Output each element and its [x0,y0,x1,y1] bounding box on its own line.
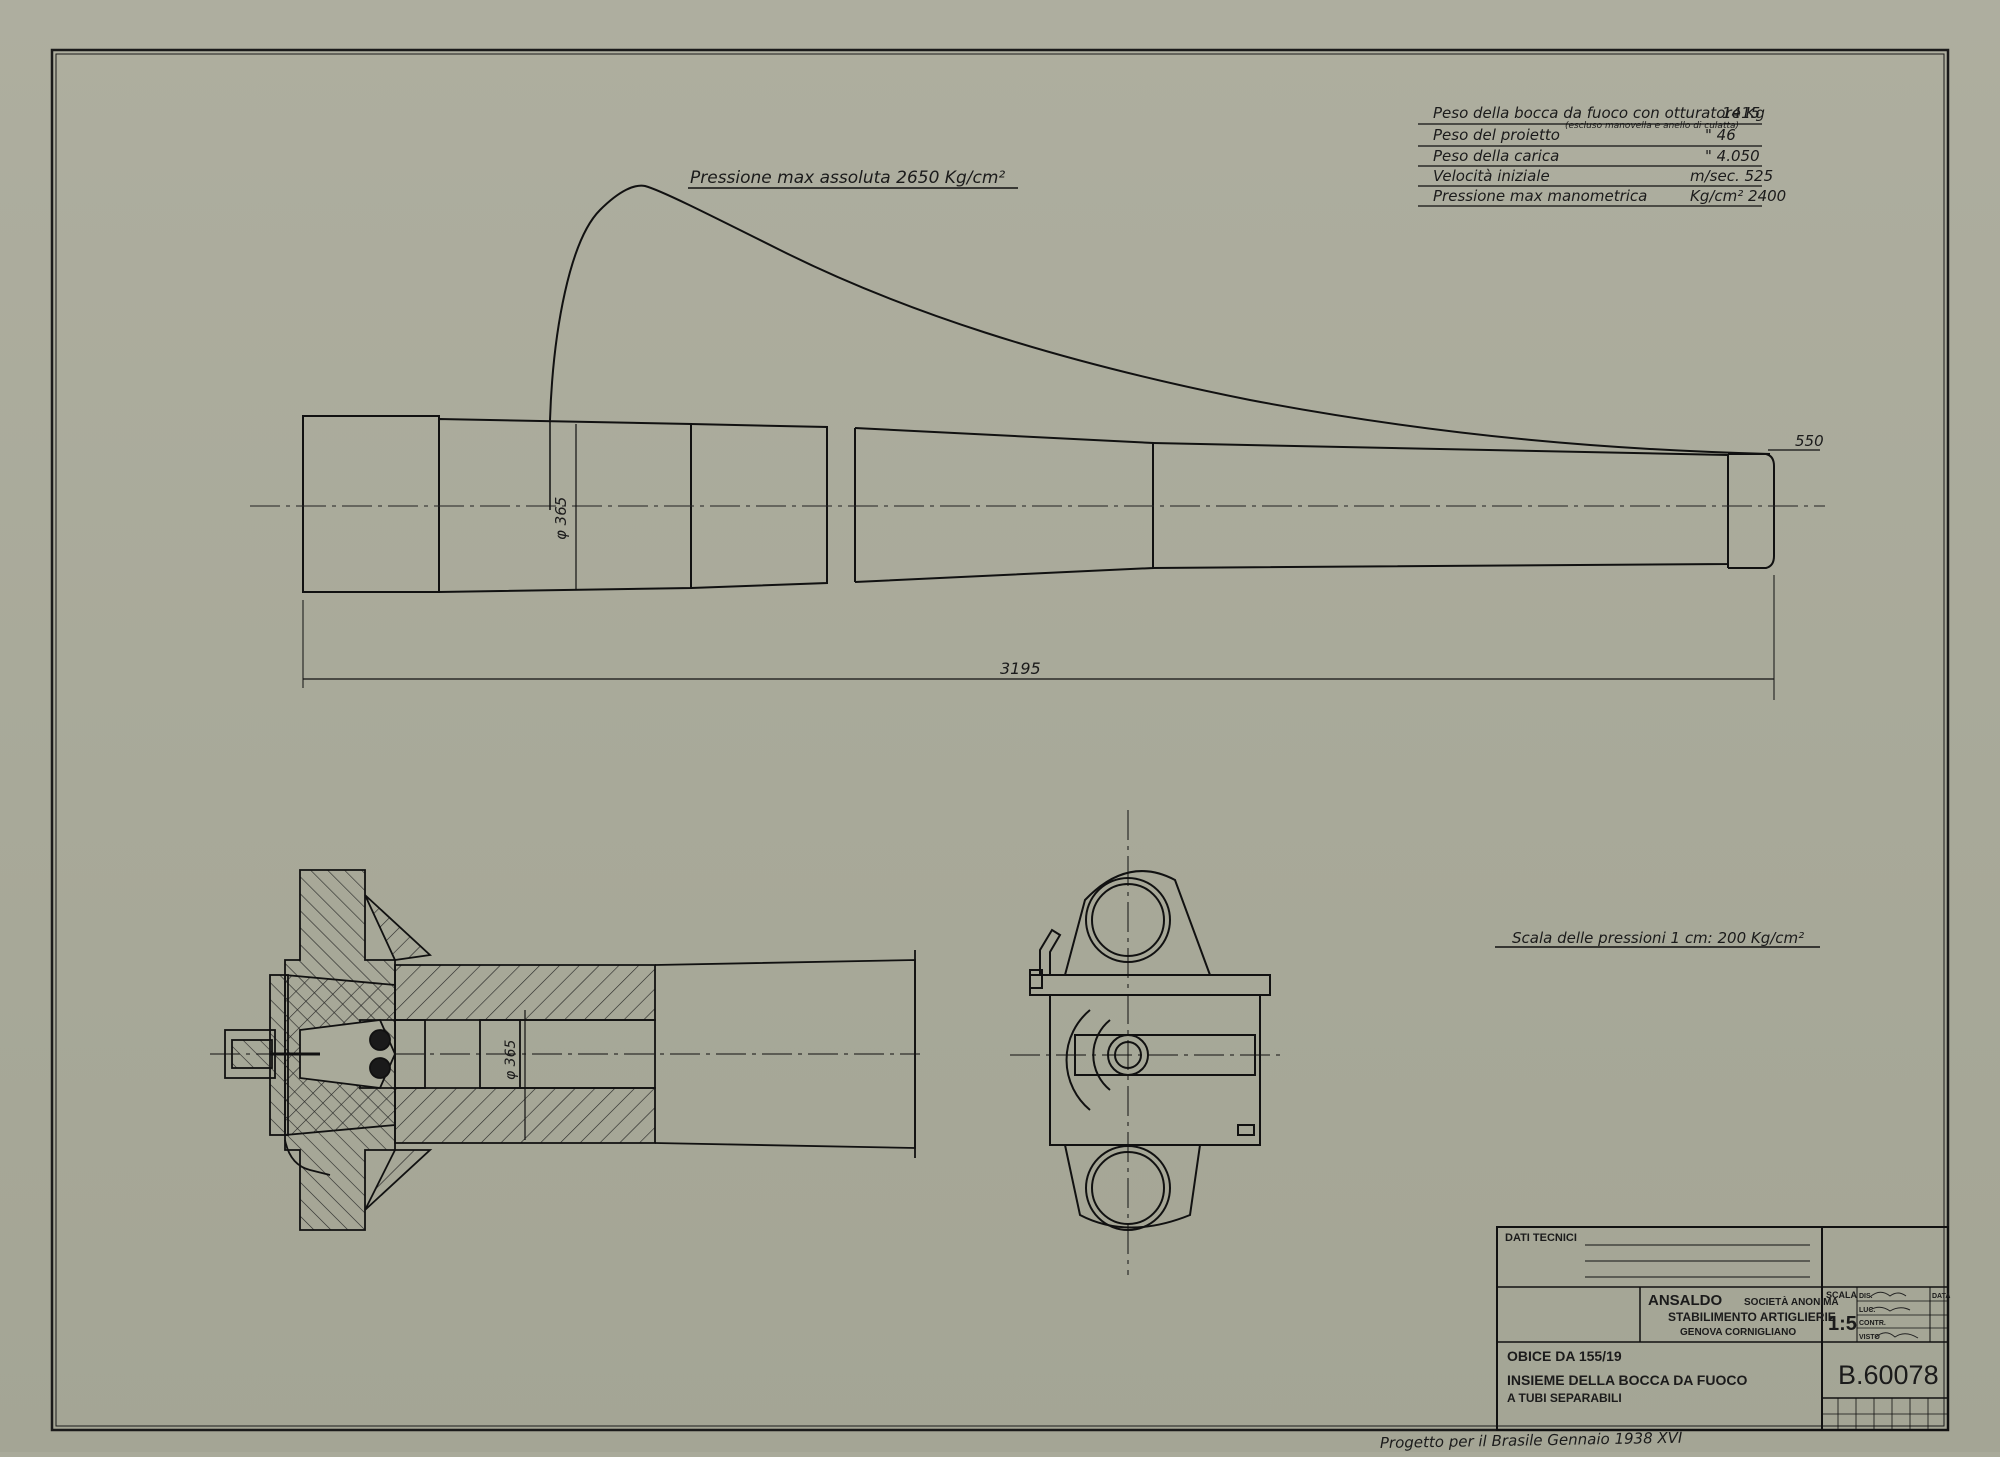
outer-border [50,48,1950,1432]
drawing-title: INSIEME DELLA BOCCA DA FUOCO [1507,1372,1747,1388]
bore-diameter-label: φ 365 [552,497,570,540]
footer-note: Progetto per il Brasile Gennaio 1938 XVI [1380,1429,1683,1452]
ballistics-row-4-label: Velocità iniziale [1433,167,1550,185]
contr-label: CONTR. [1859,1320,1886,1327]
data-label: DATA [1932,1293,1950,1300]
visto-label: VISTO [1859,1334,1880,1341]
title-block [1496,1226,1949,1431]
breech-end-view [1010,810,1285,1275]
company-name: ANSALDO [1648,1292,1722,1309]
muzzle-pressure-label: 550 [1795,432,1824,450]
breech-section [210,869,920,1231]
pressure-curve [549,184,1771,455]
ballistics-row-3-value: " 4.050 [1705,147,1760,165]
ballistics-row-2-label: Peso del proietto [1433,126,1560,144]
pressure-max-title: Pressione max assoluta 2650 Kg/cm² [690,168,1005,188]
luc-label: LUC. [1859,1307,1875,1314]
signature-luc [1869,1306,1911,1312]
ballistics-row-4-value: m/sec. 525 [1690,167,1773,185]
ballistics-row-2-value: " 46 [1705,126,1736,144]
ballistics-row-3-label: Peso della carica [1433,147,1559,165]
works-location: GENOVA CORNIGLIANO [1680,1327,1796,1338]
weapon-name: OBICE DA 155/19 [1507,1348,1622,1364]
section-diameter-label: φ 365 [503,1040,519,1081]
ballistics-note: (escluso manovella e anello di culatta) [1565,121,1739,131]
barrel-elevation [302,415,1775,594]
works-name: STABILIMENTO ARTIGLIERIE [1668,1310,1836,1324]
inner-border [55,53,1945,1427]
ballistics-row-5-value: Kg/cm² 2400 [1690,187,1786,205]
ballistics-row-1-label: Peso della bocca da fuoco con otturatore… [1433,104,1765,122]
total-length-label: 3195 [1000,659,1041,678]
company-type: SOCIETÀ ANONIMA [1744,1295,1839,1308]
ballistics-row-5-label: Pressione max manometrica [1433,187,1647,205]
dis-label: DIS. [1859,1293,1873,1300]
signature-visto [1874,1332,1919,1339]
signature-dis [1869,1291,1907,1298]
dati-tecnici-label: DATI TECNICI [1505,1232,1577,1244]
drawing-subtitle: A TUBI SEPARABILI [1507,1391,1622,1405]
drawing-number: B.60078 [1838,1360,1939,1390]
scala-label: SCALA [1826,1290,1857,1300]
ballistics-row-1-value: 1415 [1722,104,1760,122]
scala-value: 1:5 [1828,1313,1857,1335]
ballistics-table: Peso della bocca da fuoco con otturatore… [1418,104,1786,207]
pressure-scale-note: Scala delle pressioni 1 cm: 200 Kg/cm² [1512,929,1804,947]
